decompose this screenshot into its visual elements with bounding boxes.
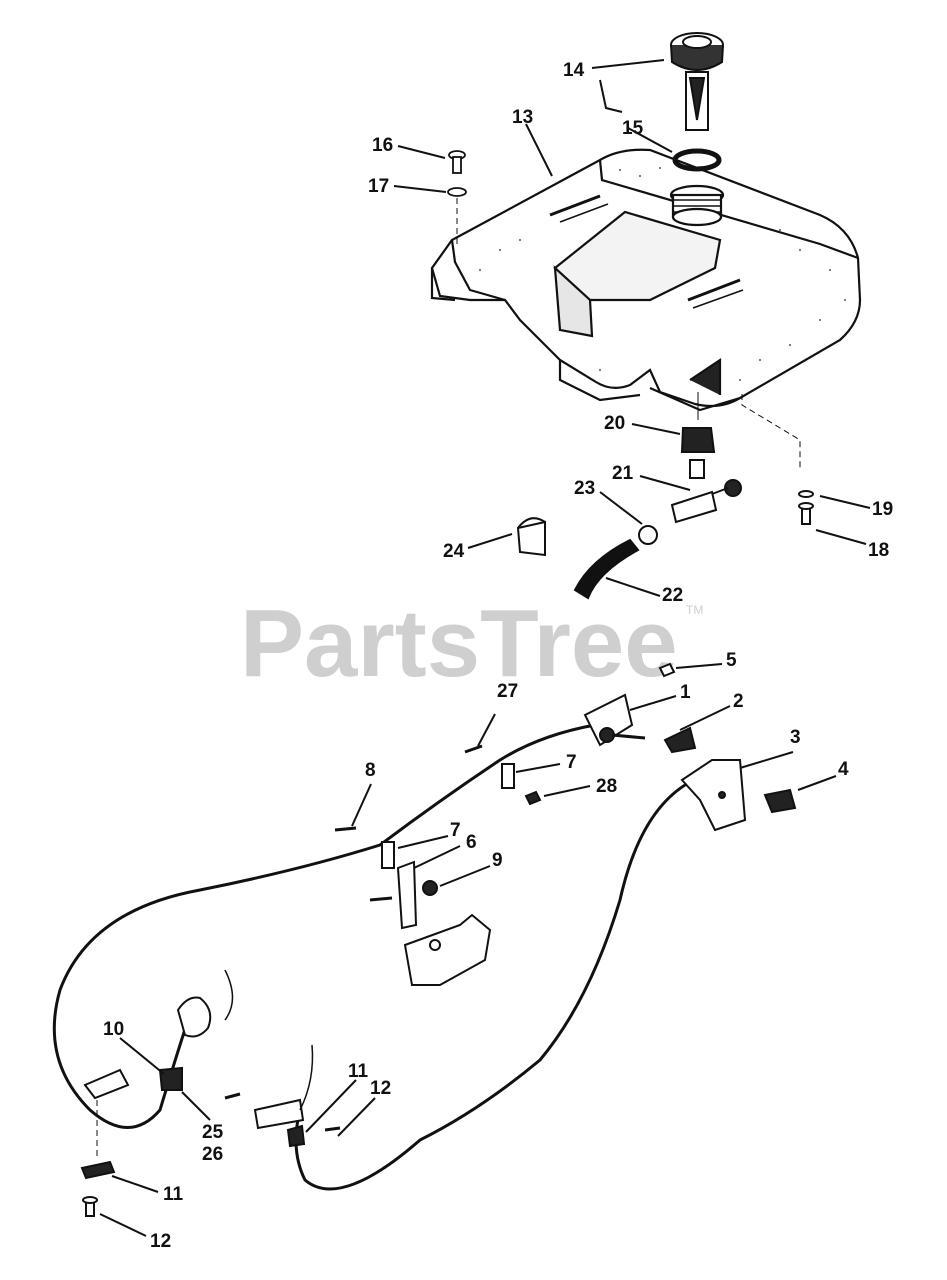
- callout-1: 1: [680, 682, 691, 703]
- callout-11-middle: 11: [348, 1061, 369, 1082]
- callout-6: 6: [466, 832, 477, 853]
- callout-7-upper: 7: [566, 752, 577, 773]
- callout-27: 27: [497, 681, 518, 702]
- throttle-cable: [52, 723, 596, 1129]
- callout-11-bottom: 11: [163, 1184, 184, 1205]
- choke-control: [680, 759, 797, 832]
- choke-cable: [294, 780, 691, 1191]
- callouts: 14 15 13 16 17 20 21 23 24 22 19 18 5 1 …: [103, 60, 893, 1252]
- fuel-cap-gauge: [670, 32, 724, 131]
- callout-25: 25: [202, 1122, 224, 1143]
- callout-22: 22: [662, 585, 683, 606]
- carburetor-mount: [80, 969, 234, 1217]
- callout-2: 2: [733, 691, 744, 712]
- throttle-control-lever: [583, 662, 697, 754]
- callout-20: 20: [604, 413, 625, 434]
- callout-16: 16: [372, 135, 393, 156]
- tank-stipple: [479, 167, 846, 381]
- choke-bracket: [224, 1044, 341, 1148]
- callout-28: 28: [596, 776, 617, 797]
- fuel-tank: [430, 148, 862, 412]
- callout-3: 3: [790, 727, 801, 748]
- callout-19: 19: [872, 499, 893, 520]
- callout-13: 13: [512, 107, 533, 128]
- callout-18: 18: [868, 540, 889, 561]
- callout-4: 4: [838, 759, 849, 780]
- callout-5: 5: [726, 650, 737, 671]
- callout-26: 26: [202, 1144, 223, 1165]
- watermark-trademark: TM: [686, 603, 703, 617]
- callout-15: 15: [622, 118, 644, 139]
- callout-12-middle: 12: [370, 1078, 391, 1099]
- gasket: [672, 148, 722, 172]
- callout-24: 24: [443, 541, 465, 562]
- bolt-and-washer-16-17: [447, 150, 467, 246]
- callout-23: 23: [574, 478, 595, 499]
- callout-9: 9: [492, 850, 503, 871]
- watermark-text: PartsTree: [240, 590, 678, 697]
- callout-12-bottom: 12: [150, 1231, 171, 1252]
- callout-7-lower: 7: [450, 820, 461, 841]
- leader-lines: [99, 59, 871, 1237]
- callout-21: 21: [612, 463, 634, 484]
- fuel-fittings: [516, 392, 814, 600]
- cable-brackets: [334, 744, 542, 986]
- callout-8: 8: [365, 760, 376, 781]
- callout-17: 17: [368, 176, 389, 197]
- callout-10: 10: [103, 1019, 124, 1040]
- callout-14: 14: [563, 60, 585, 81]
